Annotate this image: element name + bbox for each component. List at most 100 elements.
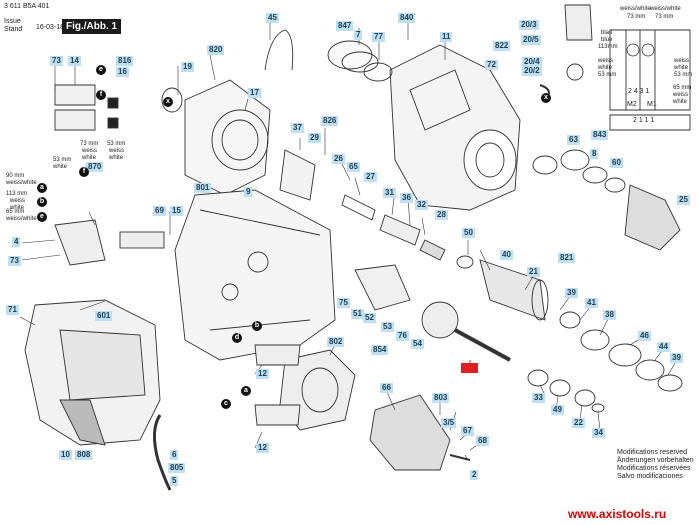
- callout-77: 77: [372, 32, 385, 42]
- callout-41: 41: [585, 298, 598, 308]
- left-housing: [24, 299, 161, 446]
- callout-11: 11: [440, 32, 453, 42]
- schematic-65-white: white: [673, 99, 688, 105]
- motor-housing: [174, 189, 336, 361]
- callout-847: 847: [336, 21, 354, 31]
- callout-6: 6: [170, 450, 179, 460]
- callout-50: 50: [462, 228, 475, 238]
- schematic-motor-m1: M1: [647, 101, 657, 108]
- callout-22: 22: [572, 418, 585, 428]
- marker-a: a: [241, 386, 251, 396]
- callout-808: 808: [75, 450, 93, 460]
- schematic-blue: blue: [601, 37, 613, 43]
- schematic-53mm: 53 mm: [598, 72, 617, 78]
- marker-a-wire: a: [37, 183, 47, 193]
- site-url[interactable]: www.axistools.ru: [568, 507, 667, 521]
- callout-9: 9: [244, 187, 253, 197]
- callout-73-top: 73: [50, 56, 63, 66]
- issue-block: Issue Stand: [4, 18, 22, 34]
- gear-housing: [389, 44, 521, 211]
- callout-69: 69: [153, 206, 166, 216]
- schematic-73mm: 73 mm: [627, 14, 646, 20]
- callout-34: 34: [592, 428, 605, 438]
- callout-63: 63: [567, 135, 580, 145]
- wire-label-73-weiss: weiss: [82, 148, 98, 154]
- callout-840: 840: [398, 13, 416, 23]
- callout-65: 65: [347, 162, 360, 172]
- marker-c: c: [221, 399, 231, 409]
- doc-number: 3 611 B5A 401: [4, 3, 50, 10]
- wire-label-65-color: weiss/white: [6, 216, 37, 222]
- callout-40: 40: [500, 250, 513, 260]
- callout-2: 2: [470, 470, 479, 480]
- callout-10: 10: [59, 450, 72, 460]
- callout-20-5: 20/5: [521, 35, 541, 45]
- callout-601: 601: [95, 311, 113, 321]
- wire-label-113-white: white: [10, 205, 25, 211]
- callout-816: 816: [116, 56, 134, 66]
- callout-32: 32: [415, 200, 428, 210]
- wire-label-113-weiss: weiss: [10, 198, 26, 204]
- figure-label: Fig./Abb. 1: [62, 19, 122, 34]
- callout-803: 803: [432, 393, 450, 403]
- marker-d: d: [232, 333, 242, 343]
- schematic-white-2: white: [674, 65, 689, 71]
- marker-x-top: x: [163, 97, 173, 107]
- callout-19: 19: [181, 62, 194, 72]
- schematic-blau: blau: [601, 30, 613, 36]
- wire-label-90: 90 mm: [6, 173, 25, 179]
- callout-824: 824: [461, 363, 479, 373]
- callout-822: 822: [493, 41, 511, 51]
- stand-label: Stand: [4, 26, 23, 33]
- schematic-65-weiss: weiss: [673, 92, 689, 98]
- callout-73-bottom: 73: [8, 256, 21, 266]
- schematic-pin-numbers: 2 4 3 1: [628, 88, 650, 95]
- marker-f-top: f: [96, 90, 106, 100]
- modifications-es: Salvo modificaciones: [617, 473, 683, 480]
- callout-4: 4: [12, 237, 21, 247]
- callout-821: 821: [558, 253, 576, 263]
- callout-21: 21: [527, 267, 540, 277]
- callout-38: 38: [603, 310, 616, 320]
- callout-71: 71: [6, 305, 19, 315]
- callout-16: 16: [116, 67, 129, 77]
- schematic-motor-m2: M2: [627, 101, 637, 108]
- callout-53: 53: [381, 322, 394, 332]
- callout-31: 31: [383, 188, 396, 198]
- callout-802: 802: [327, 337, 345, 347]
- callout-805: 805: [168, 463, 186, 473]
- callout-72: 72: [485, 60, 498, 70]
- callout-28: 28: [435, 210, 448, 220]
- wire-label-53-white: white: [53, 164, 68, 170]
- armature: [369, 394, 471, 471]
- callout-12-bottom: 12: [256, 443, 269, 453]
- callout-46: 46: [638, 331, 651, 341]
- callout-20-2: 20/2: [522, 66, 542, 76]
- callout-49: 49: [551, 405, 564, 415]
- callout-20-3: 20/3: [519, 20, 539, 30]
- schematic-53mm-2: 53 mm: [674, 72, 693, 78]
- callout-44: 44: [657, 342, 670, 352]
- callout-54: 54: [411, 339, 424, 349]
- chuck: [624, 184, 681, 251]
- document-header: 3 611 B5A 401: [4, 3, 49, 11]
- callout-7: 7: [354, 30, 363, 40]
- callout-39-bottom: 39: [670, 353, 683, 363]
- marker-e-top: e: [96, 65, 106, 75]
- callout-29: 29: [308, 133, 321, 143]
- schematic-73mm-2: 73 mm: [655, 14, 674, 20]
- callout-26: 26: [332, 154, 345, 164]
- callout-27: 27: [364, 172, 377, 182]
- callout-870: 870: [86, 162, 104, 172]
- issue-label: Issue: [4, 18, 21, 25]
- callout-826: 826: [321, 116, 339, 126]
- callout-60: 60: [610, 158, 623, 168]
- callout-25: 25: [677, 195, 690, 205]
- callout-36: 36: [400, 193, 413, 203]
- callout-17: 17: [248, 88, 261, 98]
- schematic-65mm: 65 mm: [673, 85, 692, 91]
- callout-3-5: 3/5: [441, 418, 457, 428]
- wire-label-90-color: weiss/white: [6, 180, 37, 186]
- wire-label-53b-weiss: weiss: [109, 148, 125, 154]
